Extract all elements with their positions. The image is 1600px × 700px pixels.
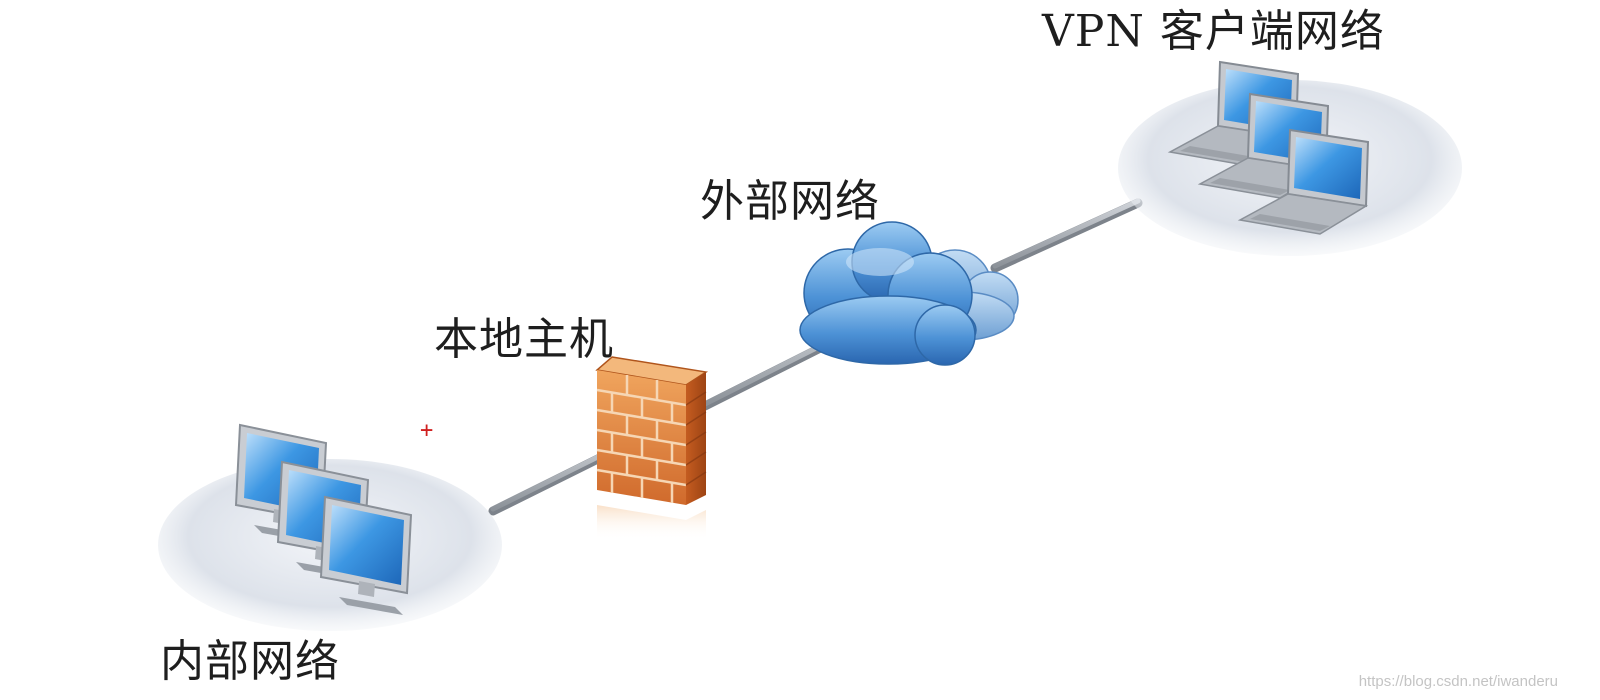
crosshair-cursor-icon: + <box>420 418 434 443</box>
internal-network-label: 内部网络 <box>160 636 340 687</box>
external-network-label: 外部网络 <box>700 176 880 227</box>
local-host-label: 本地主机 <box>434 314 614 365</box>
watermark: https://blog.csdn.net/iwanderu <box>1358 673 1558 690</box>
cloud-icon <box>799 221 1019 366</box>
firewall-icon <box>595 356 709 540</box>
vpn-client-network-label: VPN 客户端网络 <box>1042 6 1385 57</box>
computer-cluster-icon <box>158 424 502 631</box>
link-external-vpn <box>990 198 1143 273</box>
laptop-cluster-icon <box>1118 61 1462 256</box>
